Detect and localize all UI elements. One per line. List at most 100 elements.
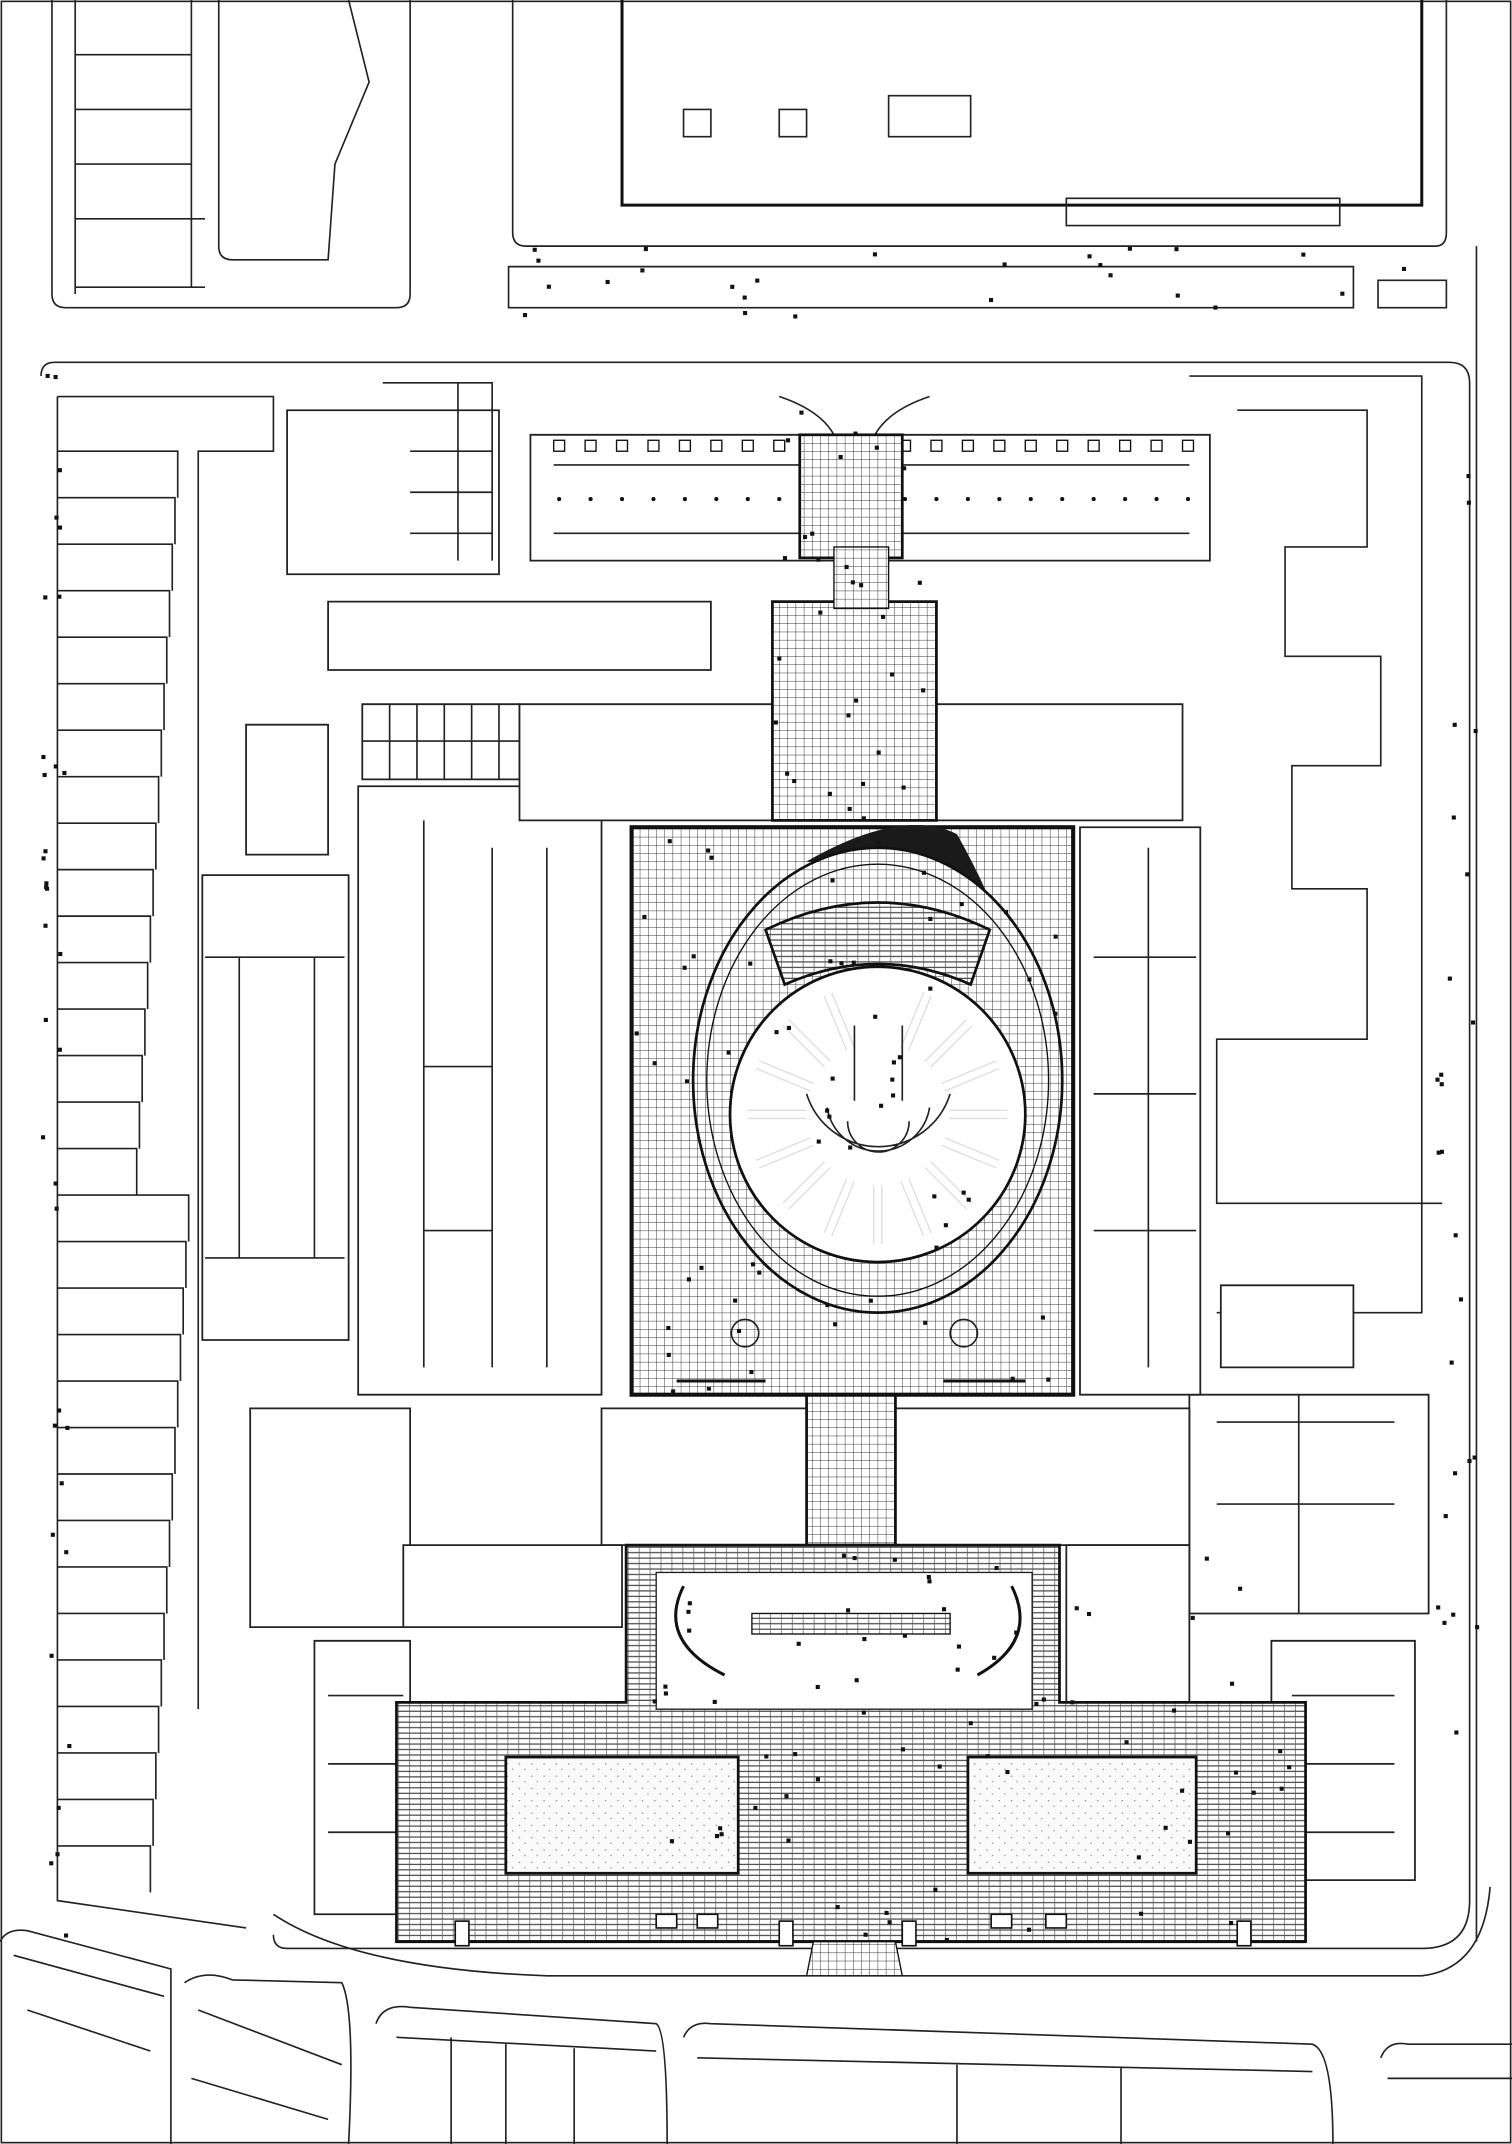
tree [1053,1011,1058,1016]
tree [750,1262,756,1267]
tree [835,1905,840,1910]
tree [669,1839,674,1844]
tree [691,954,696,959]
tree [634,1031,639,1036]
terrace-house [57,1566,168,1614]
tree [777,656,782,661]
tree [917,580,922,585]
tree [825,1303,830,1308]
column [965,497,970,502]
tree [927,1579,932,1584]
terrace-house [57,1473,174,1521]
tree [854,698,859,703]
tree [41,1135,46,1140]
tree [652,1061,657,1066]
tree [815,1684,820,1690]
tree [891,1093,896,1098]
tree [850,580,855,585]
tree [57,1047,62,1052]
tree [833,1322,838,1327]
tree [45,373,50,378]
tree [994,1565,999,1571]
tree [1124,1740,1129,1745]
terrace-house [57,1426,176,1474]
site-boundary [40,361,1471,1950]
tree [782,556,788,561]
tree [828,959,833,964]
tree [54,1206,59,1211]
tree [49,1653,54,1658]
tree [1287,1765,1292,1770]
tree [928,986,933,991]
column [993,439,1006,452]
tree [1098,263,1103,268]
terrace-house [57,1287,185,1335]
tree [876,750,881,755]
tree [1041,1697,1046,1702]
tree [1458,1297,1464,1302]
tree [830,1076,835,1081]
desk-row [901,993,931,1051]
tree [50,1532,55,1537]
tree [43,923,48,928]
terrace-house [57,1659,163,1707]
tree [1180,1788,1185,1793]
west-lawn [504,1755,740,1875]
tree [1475,1625,1480,1630]
tree [1136,1855,1141,1860]
tree [884,1910,889,1915]
column [741,439,754,452]
tree [890,1077,895,1082]
tree [815,1777,820,1782]
tree [56,1805,61,1810]
main-hall [629,824,1076,1397]
tree [59,1481,64,1486]
tree [1301,252,1306,257]
terrace-house [57,915,152,963]
column [930,439,943,452]
tree [926,1575,931,1580]
tree [863,1932,868,1937]
column [777,497,782,502]
tree [67,1743,72,1749]
tree [1465,872,1470,877]
tree [64,1933,69,1938]
tree [1046,1377,1051,1382]
tree [1454,1730,1459,1735]
desk-row [942,1061,999,1091]
tree [1034,1701,1039,1706]
central-spine [771,433,938,1547]
tree [827,791,832,796]
tree [846,1608,851,1613]
tree [1127,246,1132,251]
tree [892,1557,897,1562]
terrace-house [57,729,163,777]
tree [873,1014,878,1019]
tree [44,881,49,886]
tree [43,849,48,854]
tree [1139,1911,1144,1916]
tree [686,1277,691,1282]
tree [872,252,878,257]
tree [1229,1921,1234,1926]
tree [985,1754,990,1759]
tree [774,1030,779,1035]
terrace-house [57,1519,171,1567]
tree [605,279,610,285]
column [1087,439,1100,452]
tree [818,610,823,615]
tree [57,468,62,473]
column [902,497,908,502]
tree [1439,1082,1444,1087]
terrace-house [57,1612,165,1660]
tree [852,1556,857,1561]
tree [1466,474,1471,479]
tree [1278,1749,1283,1754]
tree [684,1079,690,1084]
tree [1086,1611,1092,1617]
tree [847,806,852,812]
tree [522,313,528,318]
tree [955,1667,960,1672]
tree [1187,1839,1192,1844]
